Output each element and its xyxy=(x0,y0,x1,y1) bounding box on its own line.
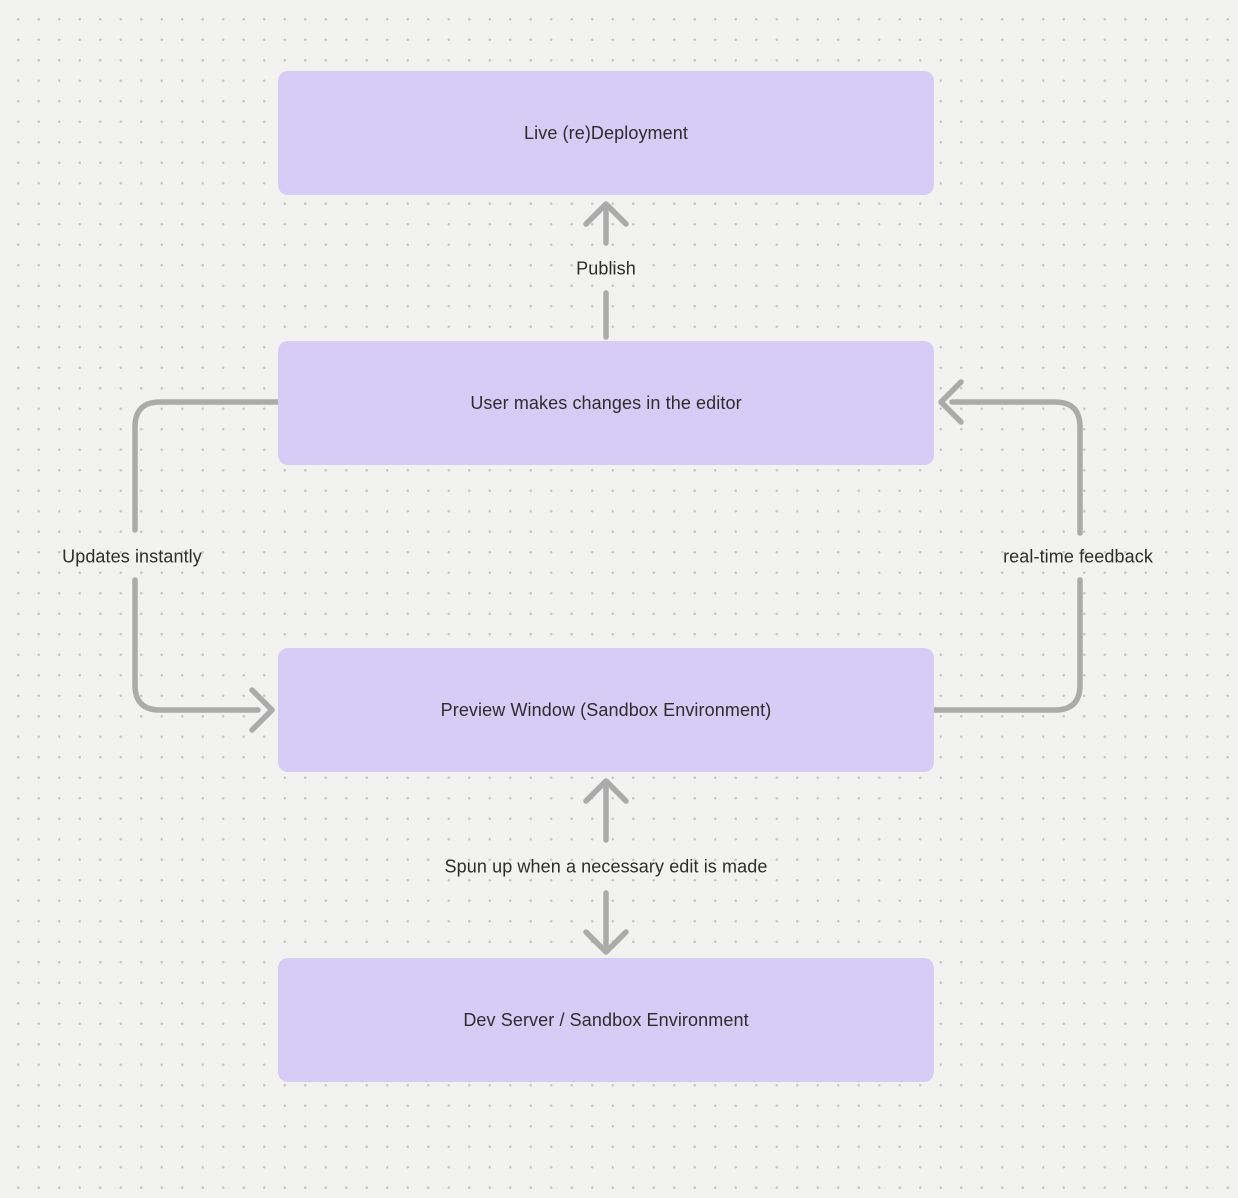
spun-up-arrow xyxy=(583,778,629,955)
node-dev-server[interactable]: Dev Server / Sandbox Environment xyxy=(278,958,934,1082)
node-label: User makes changes in the editor xyxy=(470,392,742,413)
real-time-feedback-arrow xyxy=(931,379,1083,713)
arrowhead-up-icon xyxy=(583,201,629,227)
node-live-redeployment[interactable]: Live (re)Deployment xyxy=(278,71,934,195)
edge-label-publish: Publish xyxy=(576,258,636,279)
arrowhead-left-icon xyxy=(938,379,964,425)
node-user-editor[interactable]: User makes changes in the editor xyxy=(278,341,934,465)
arrowhead-down-icon xyxy=(583,929,629,955)
node-preview-window[interactable]: Preview Window (Sandbox Environment) xyxy=(278,648,934,772)
node-label: Dev Server / Sandbox Environment xyxy=(463,1009,749,1030)
edge-label-real-time-feedback: real-time feedback xyxy=(1003,546,1153,567)
node-label: Live (re)Deployment xyxy=(524,122,688,143)
arrowhead-right-icon xyxy=(249,687,275,733)
node-label: Preview Window (Sandbox Environment) xyxy=(440,699,772,720)
arrowhead-up-icon xyxy=(583,778,629,804)
edge-label-spun-up: Spun up when a necessary edit is made xyxy=(444,856,768,877)
updates-instantly-arrow xyxy=(132,399,281,733)
publish-arrow xyxy=(583,201,629,340)
edge-label-updates-instantly: Updates instantly xyxy=(62,546,202,567)
